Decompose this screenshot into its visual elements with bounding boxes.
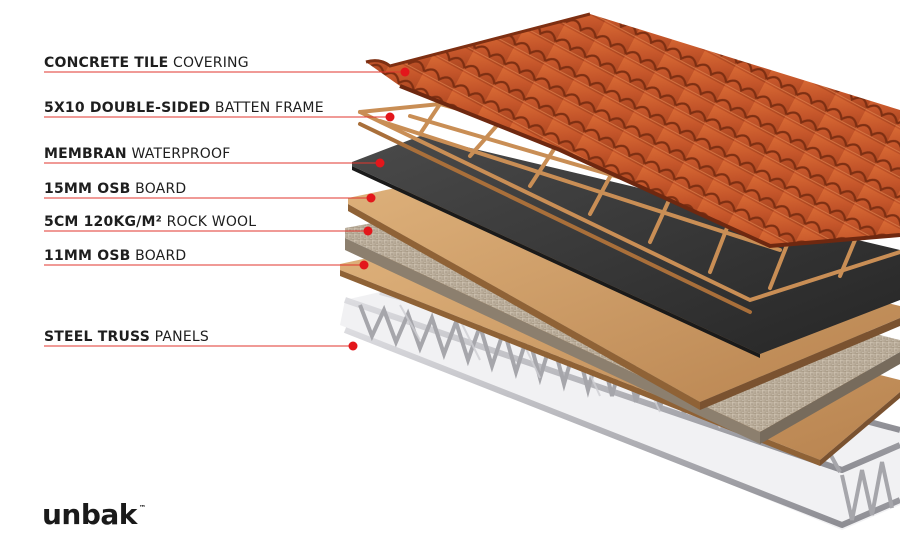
marker-truss: [348, 341, 358, 351]
brand-name: unbak: [42, 498, 137, 531]
marker-osb15: [366, 193, 376, 203]
label-rest: BOARD: [130, 248, 187, 264]
label-bold: 5X10 DOUBLE-SIDED: [44, 100, 211, 116]
leader-lines: [44, 71, 405, 347]
concrete-tile-layer: [365, 12, 900, 249]
label-bold: 15MM OSB: [44, 181, 131, 197]
label-bold: 11MM OSB: [44, 248, 131, 264]
marker-tile: [400, 67, 410, 77]
marker-rockwool: [363, 226, 373, 236]
label-rest: PANELS: [150, 329, 209, 345]
label-membrane: MEMBRAN WATERPROOF: [44, 146, 230, 162]
label-rest: BOARD: [130, 181, 187, 197]
label-concrete-tile: CONCRETE TILE COVERING: [44, 55, 249, 71]
layer-markers: [348, 67, 410, 351]
marker-osb11: [359, 260, 369, 270]
label-bold: 5CM 120KG/M²: [44, 214, 162, 230]
marker-batten: [385, 112, 395, 122]
label-rest: ROCK WOOL: [161, 214, 257, 230]
label-osb-11mm: 11MM OSB BOARD: [44, 248, 186, 264]
label-osb-15mm: 15MM OSB BOARD: [44, 181, 186, 197]
label-steel-truss: STEEL TRUSS PANELS: [44, 329, 209, 345]
trademark-mark: ™: [138, 504, 146, 512]
label-rock-wool: 5CM 120KG/M² ROCK WOOL: [44, 214, 256, 230]
label-bold: STEEL TRUSS: [44, 329, 150, 345]
label-rest: BATTEN FRAME: [210, 100, 324, 116]
label-batten-frame: 5X10 DOUBLE-SIDED BATTEN FRAME: [44, 100, 324, 116]
label-rest: WATERPROOF: [126, 146, 231, 162]
label-bold: CONCRETE TILE: [44, 55, 169, 71]
marker-membrane: [375, 158, 385, 168]
label-rest: COVERING: [168, 55, 249, 71]
label-bold: MEMBRAN: [44, 146, 127, 162]
membrane-layer: [352, 136, 900, 358]
